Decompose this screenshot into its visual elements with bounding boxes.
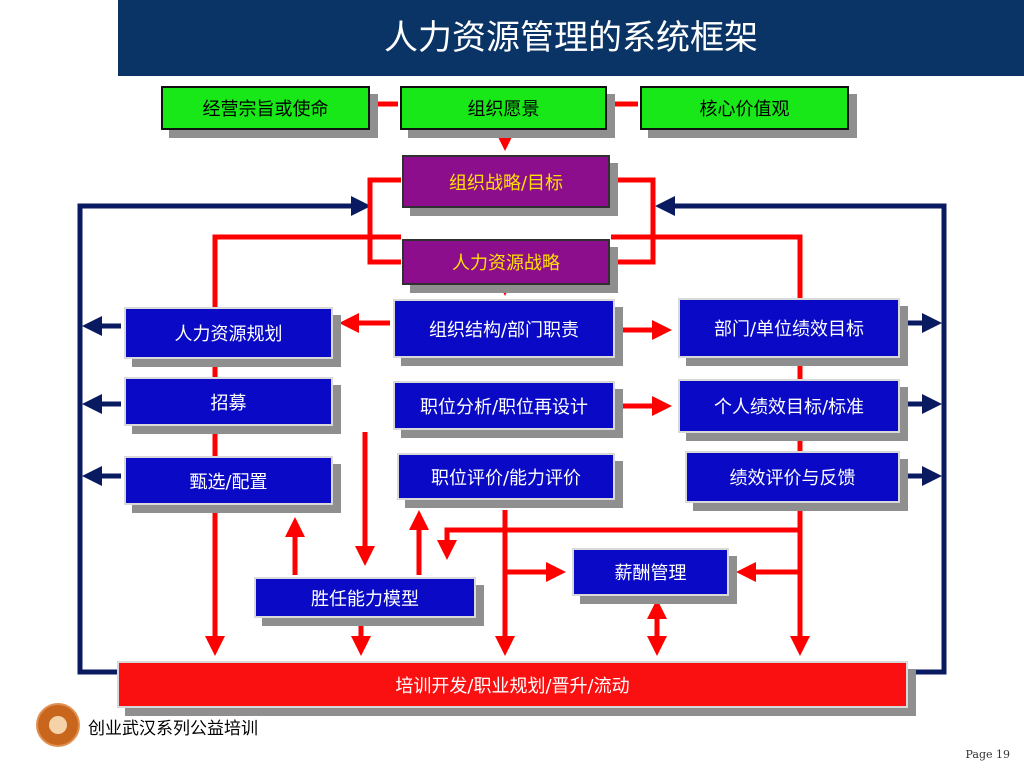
red-bracket-left [367, 177, 401, 265]
hr-planning-box: 人力资源规划 [124, 307, 333, 359]
dept-perf-box: 部门/单位绩效目标 [678, 298, 900, 358]
job-eval-box: 职位评价/能力评价 [397, 453, 615, 500]
page-title: 人力资源管理的系统框架 [384, 18, 758, 58]
header: 人力资源管理的系统框架 [0, 0, 1024, 76]
job-analysis-box: 职位分析/职位再设计 [393, 381, 615, 430]
vision-box: 组织愿景 [400, 86, 607, 130]
red-arrow-perf-review-comp-a [437, 527, 800, 560]
training-box: 培训开发/职业规划/晋升/流动 [117, 661, 908, 708]
navy-left-loop [77, 196, 371, 675]
mission-box: 经营宗旨或使命 [161, 86, 370, 130]
navy-connectors [77, 196, 947, 675]
selection-box: 甄选/配置 [124, 456, 333, 505]
red-right-branch [611, 234, 810, 656]
values-box: 核心价值观 [640, 86, 849, 130]
red-left-branch [205, 234, 401, 656]
org-structure-box: 组织结构/部门职责 [393, 299, 615, 358]
strategy-box: 组织战略/目标 [402, 155, 610, 208]
recruit-box: 招募 [124, 377, 333, 426]
competency-box: 胜任能力模型 [254, 577, 476, 618]
personal-perf-box: 个人绩效目标/标准 [678, 379, 900, 433]
compensation-box: 薪酬管理 [572, 548, 729, 596]
header-left-panel [0, 0, 118, 76]
organization-logo [36, 703, 80, 747]
page-number: Page 19 [965, 748, 1010, 761]
perf-review-box: 绩效评价与反馈 [685, 451, 900, 503]
hr-strategy-box: 人力资源战略 [402, 239, 610, 285]
red-connectors [205, 101, 810, 656]
navy-right-loop [655, 196, 947, 675]
header-bar [118, 0, 1024, 76]
red-bracket-right [611, 177, 656, 265]
footer-organization: 创业武汉系列公益培训 [88, 719, 258, 739]
